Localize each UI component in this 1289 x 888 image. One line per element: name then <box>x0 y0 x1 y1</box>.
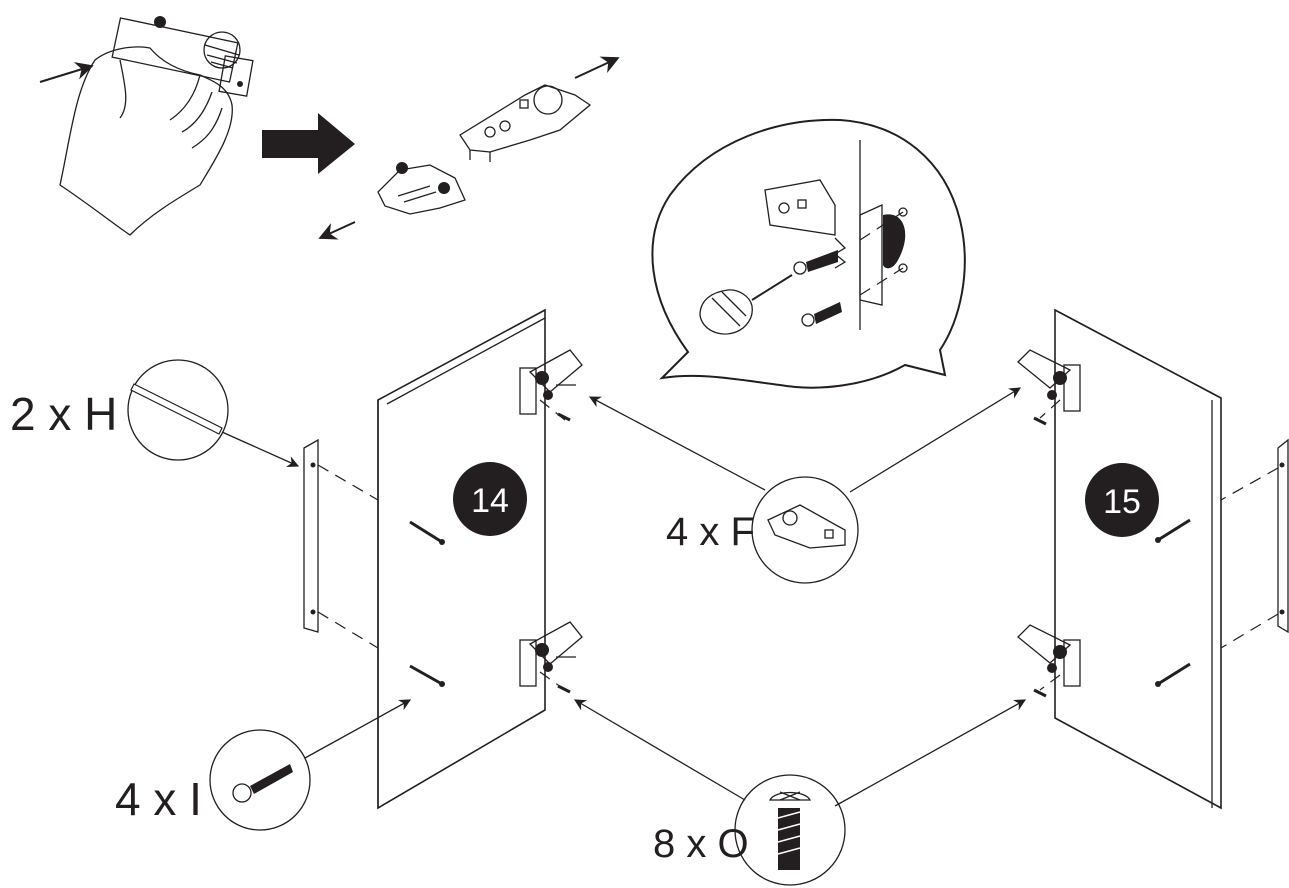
step-number-14: 14 <box>471 482 509 520</box>
step-badge-14: 14 <box>453 462 527 536</box>
screw-left-upper <box>409 520 445 545</box>
hinge-release-illustration <box>39 16 620 240</box>
callout-part-h: 2 x H <box>10 359 300 468</box>
screw-right-lower <box>1155 662 1191 687</box>
detail-bubble <box>651 118 966 389</box>
part-f-label: 4 x F <box>666 510 755 554</box>
part-i-label: 4 x I <box>115 773 202 825</box>
hinge-left-bottom <box>519 621 583 694</box>
part-o-label: 8 x O <box>653 822 749 866</box>
screw-left-lower <box>409 664 445 687</box>
part-h-label: 2 x H <box>10 388 117 440</box>
step-badge-15: 15 <box>1085 463 1159 537</box>
hinge-right-top <box>1017 349 1081 426</box>
handle-left <box>303 438 379 649</box>
step-number-15: 15 <box>1103 483 1141 521</box>
hinge-right-bottom <box>1017 624 1081 698</box>
door-panel-left <box>377 308 546 810</box>
callout-part-f: 4 x F <box>588 387 1021 584</box>
door-panel-right <box>1054 308 1222 810</box>
screw-right-upper <box>1155 518 1191 543</box>
callout-part-o: 8 x O <box>573 699 1027 886</box>
callout-part-i: 4 x I <box>115 699 412 831</box>
handle-right <box>1220 438 1289 649</box>
hinge-left-top <box>519 349 583 422</box>
